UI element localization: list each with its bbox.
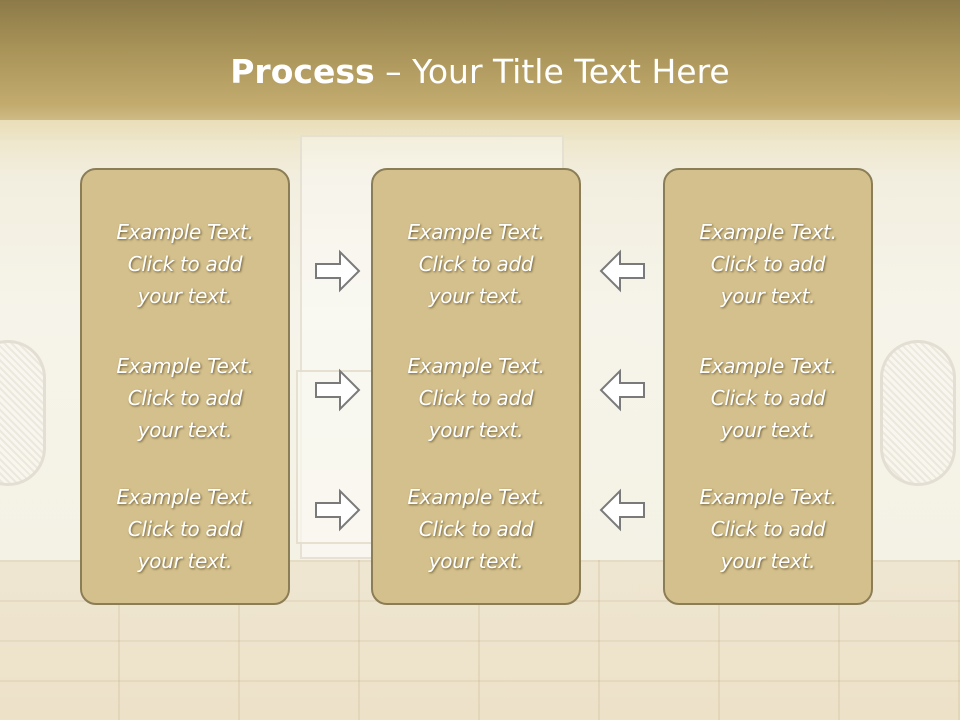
- box-text[interactable]: Example Text. Click to add your text.: [407, 485, 545, 573]
- arrow-left-icon: [599, 368, 645, 412]
- box-text[interactable]: Example Text. Click to add your text.: [699, 220, 837, 308]
- box-text[interactable]: Example Text. Click to add your text.: [116, 485, 254, 573]
- header-band: [0, 0, 960, 140]
- arrow-right-icon: [315, 488, 361, 532]
- title-bold: Process: [230, 52, 375, 91]
- arrow-left-icon: [599, 488, 645, 532]
- title-rest: – Your Title Text Here: [374, 52, 730, 91]
- process-box-right[interactable]: Example Text. Click to add your text. Ex…: [663, 168, 873, 605]
- box-text[interactable]: Example Text. Click to add your text.: [116, 220, 254, 308]
- slide-title[interactable]: Process – Your Title Text Here: [0, 52, 960, 91]
- box-text[interactable]: Example Text. Click to add your text.: [407, 220, 545, 308]
- box-text[interactable]: Example Text. Click to add your text.: [699, 354, 837, 442]
- arrow-right-icon: [315, 249, 361, 293]
- process-box-center[interactable]: Example Text. Click to add your text. Ex…: [371, 168, 581, 605]
- process-box-left[interactable]: Example Text. Click to add your text. Ex…: [80, 168, 290, 605]
- arrow-left-icon: [599, 249, 645, 293]
- box-text[interactable]: Example Text. Click to add your text.: [116, 354, 254, 442]
- box-text[interactable]: Example Text. Click to add your text.: [407, 354, 545, 442]
- left-chair: [0, 340, 46, 486]
- right-chair: [880, 340, 956, 486]
- arrow-right-icon: [315, 368, 361, 412]
- box-text[interactable]: Example Text. Click to add your text.: [699, 485, 837, 573]
